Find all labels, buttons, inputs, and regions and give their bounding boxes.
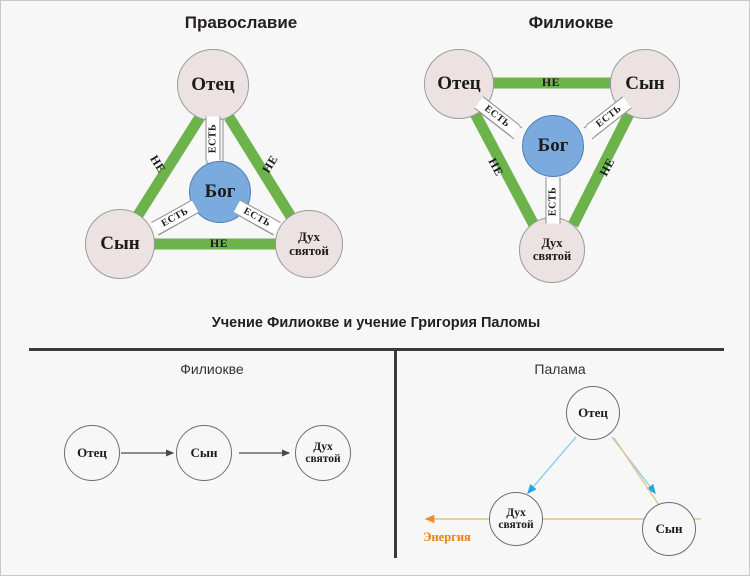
spirit-line-1: Дух (506, 506, 526, 519)
node-son-bottom-filioque[interactable]: Сын (176, 425, 232, 481)
bottom-section-title: Учение Филиокве и учение Григория Паломы (211, 315, 541, 331)
orthodoxy-diagram-title: Православие (184, 13, 298, 32)
spirit-line-2: святой (498, 519, 534, 531)
arrow-father-to-spirit-palama (527, 436, 577, 495)
node-father-palama-label: Отец (578, 405, 608, 421)
node-son-filioque[interactable]: Сын (610, 49, 680, 119)
node-spirit-filioque[interactable]: Дух святой (519, 217, 585, 283)
node-spirit-filioque-label: Дух святой (532, 235, 572, 263)
horizontal-divider (29, 348, 724, 351)
filioque-diagram-title: Филиокве (528, 13, 614, 32)
edge-father-son (130, 114, 205, 223)
spirit-line-1: Дух (541, 235, 563, 250)
spirit-line-1: Дух (298, 229, 320, 245)
node-father-orthodoxy-label: Отец (191, 74, 235, 96)
node-god-orthodoxy[interactable]: Бог (189, 161, 251, 223)
spirit-line-2: святой (305, 453, 341, 465)
label-text: НЕ (541, 75, 561, 89)
node-god-orthodoxy-label: Бог (204, 181, 236, 203)
vertical-divider (394, 349, 397, 558)
node-son-orthodoxy-label: Сын (100, 233, 140, 255)
edge-father-spirit (224, 114, 298, 223)
node-spirit-palama-label: Дух святой (498, 507, 533, 531)
filioque-panel-subtitle: Филиокве (180, 361, 244, 377)
node-father-bottom-filioque-label: Отец (77, 445, 107, 461)
label-ne-father-son-filioque: НЕ (529, 74, 573, 91)
node-son-palama-label: Сын (655, 521, 683, 537)
palama-panel-subtitle: Палама (534, 361, 586, 377)
node-son-orthodoxy[interactable]: Сын (85, 209, 155, 279)
label-ne-son-spirit-orthodoxy: НЕ (197, 235, 241, 252)
spirit-line-2: святой (532, 249, 572, 263)
spirit-line-2: святой (289, 243, 329, 258)
node-spirit-bottom-filioque-label: Дух святой (305, 441, 340, 465)
node-son-filioque-label: Сын (625, 73, 665, 95)
arrow-energy-diagonal (613, 437, 666, 516)
node-spirit-orthodoxy[interactable]: Дух святой (275, 210, 343, 278)
label-text: НЕ (209, 236, 229, 250)
node-spirit-orthodoxy-label: Дух святой (289, 230, 329, 257)
node-father-orthodoxy[interactable]: Отец (177, 49, 249, 121)
node-spirit-bottom-filioque[interactable]: Дух святой (295, 425, 351, 481)
spirit-line-1: Дух (313, 440, 333, 453)
node-spirit-palama[interactable]: Дух святой (489, 492, 543, 546)
node-father-filioque-label: Отец (437, 73, 481, 95)
node-son-bottom-filioque-label: Сын (190, 445, 218, 461)
node-god-filioque-label: Бог (537, 135, 569, 157)
edge-son-spirit-f (568, 103, 638, 228)
edge-father-spirit-f (466, 103, 539, 228)
node-father-palama[interactable]: Отец (566, 386, 620, 440)
node-son-palama[interactable]: Сын (642, 502, 696, 556)
node-god-filioque[interactable]: Бог (522, 115, 584, 177)
energy-label: Энергия (423, 530, 471, 544)
node-father-bottom-filioque[interactable]: Отец (64, 425, 120, 481)
